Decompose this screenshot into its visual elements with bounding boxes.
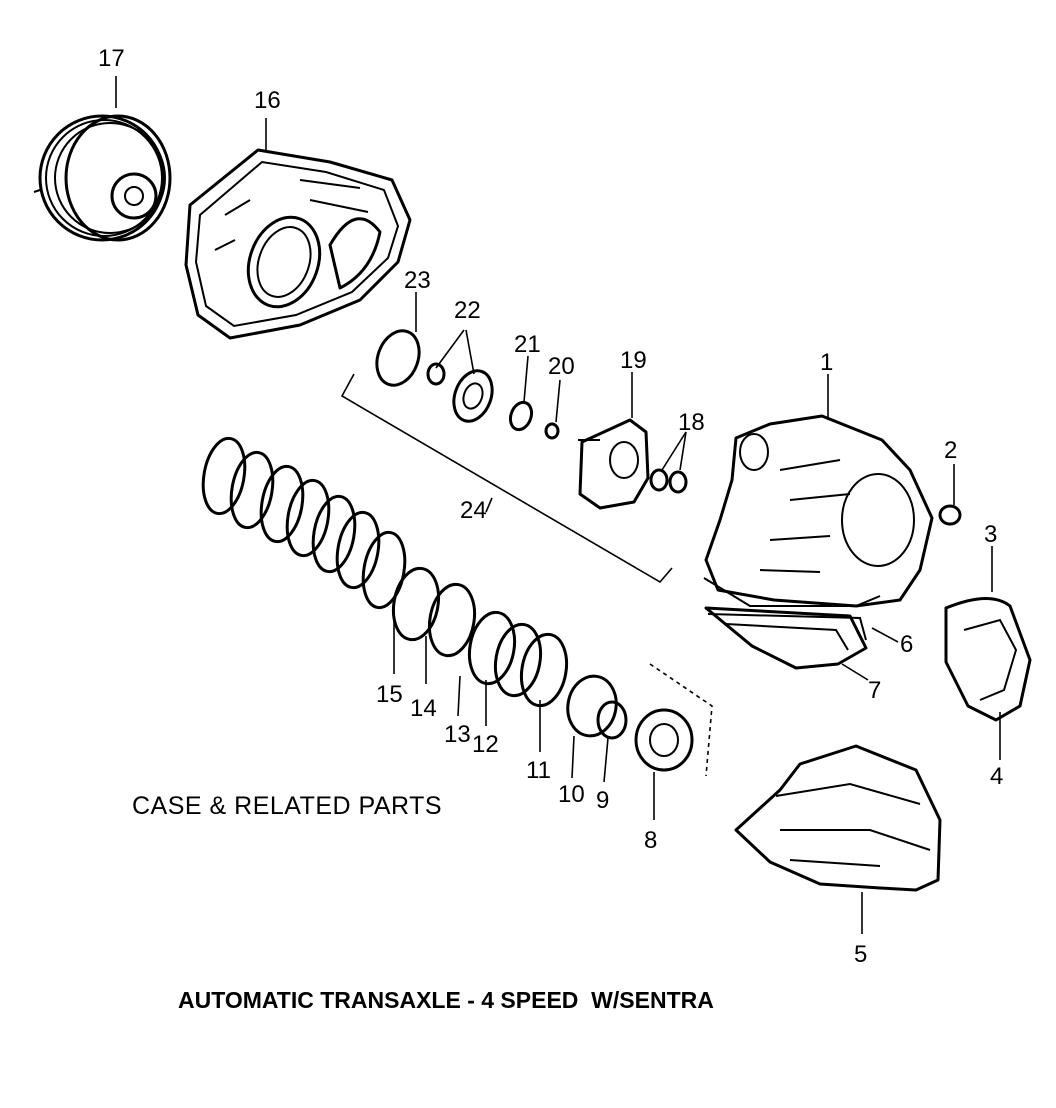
callout-9: 9 bbox=[596, 787, 609, 814]
callout-19: 19 bbox=[620, 347, 647, 374]
part-8-piston bbox=[634, 663, 713, 777]
callout-23: 23 bbox=[404, 267, 431, 294]
callout-14: 14 bbox=[410, 695, 437, 722]
callout-1: 1 bbox=[820, 349, 833, 376]
part-20-ring bbox=[544, 422, 560, 440]
callout-17: 17 bbox=[98, 45, 125, 72]
callout-5: 5 bbox=[854, 941, 867, 968]
callout-16: 16 bbox=[254, 87, 281, 114]
part-17-torque-converter bbox=[33, 114, 172, 242]
part-21-ring bbox=[508, 400, 534, 432]
part-6-pan-gasket bbox=[707, 613, 867, 641]
part-1-transaxle-case bbox=[703, 414, 934, 608]
callout-22: 22 bbox=[454, 297, 481, 324]
leader-lines bbox=[115, 76, 1001, 934]
callout-10: 10 bbox=[558, 781, 585, 808]
callout-7: 7 bbox=[868, 677, 881, 704]
callout-20: 20 bbox=[548, 353, 575, 380]
part-22-seal-and-gear bbox=[426, 362, 494, 423]
callout-11: 11 bbox=[526, 757, 551, 784]
callout-3: 3 bbox=[984, 521, 997, 548]
callout-12: 12 bbox=[472, 731, 499, 758]
bracket-24 bbox=[340, 373, 673, 584]
part-3-side-cover bbox=[944, 596, 1032, 722]
callout-24: 24 bbox=[460, 497, 487, 524]
part-5-control-valve bbox=[734, 744, 942, 892]
part-2-ring bbox=[938, 504, 962, 526]
callout-6: 6 bbox=[900, 631, 913, 658]
part-19-oil-pump bbox=[578, 418, 650, 510]
diagram-title: AUTOMATIC TRANSAXLE - 4 SPEED W/SENTRA bbox=[178, 987, 714, 1013]
callout-4: 4 bbox=[990, 763, 1003, 790]
callout-13: 13 bbox=[444, 721, 471, 748]
callout-2: 2 bbox=[944, 437, 957, 464]
part-9-ring bbox=[596, 700, 628, 740]
part-16-converter-housing bbox=[184, 148, 412, 340]
diagram-caption: CASE & RELATED PARTS bbox=[132, 792, 443, 820]
callout-18: 18 bbox=[678, 409, 705, 436]
callout-15: 15 bbox=[376, 681, 403, 708]
clutch-plate-stack bbox=[201, 436, 569, 708]
callout-21: 21 bbox=[514, 331, 541, 358]
part-7-oil-pan bbox=[704, 606, 868, 670]
part-18-o-rings bbox=[649, 468, 688, 494]
part-23-seal-ring bbox=[375, 329, 421, 387]
part-10-plate bbox=[566, 674, 618, 738]
callout-8: 8 bbox=[644, 827, 657, 854]
